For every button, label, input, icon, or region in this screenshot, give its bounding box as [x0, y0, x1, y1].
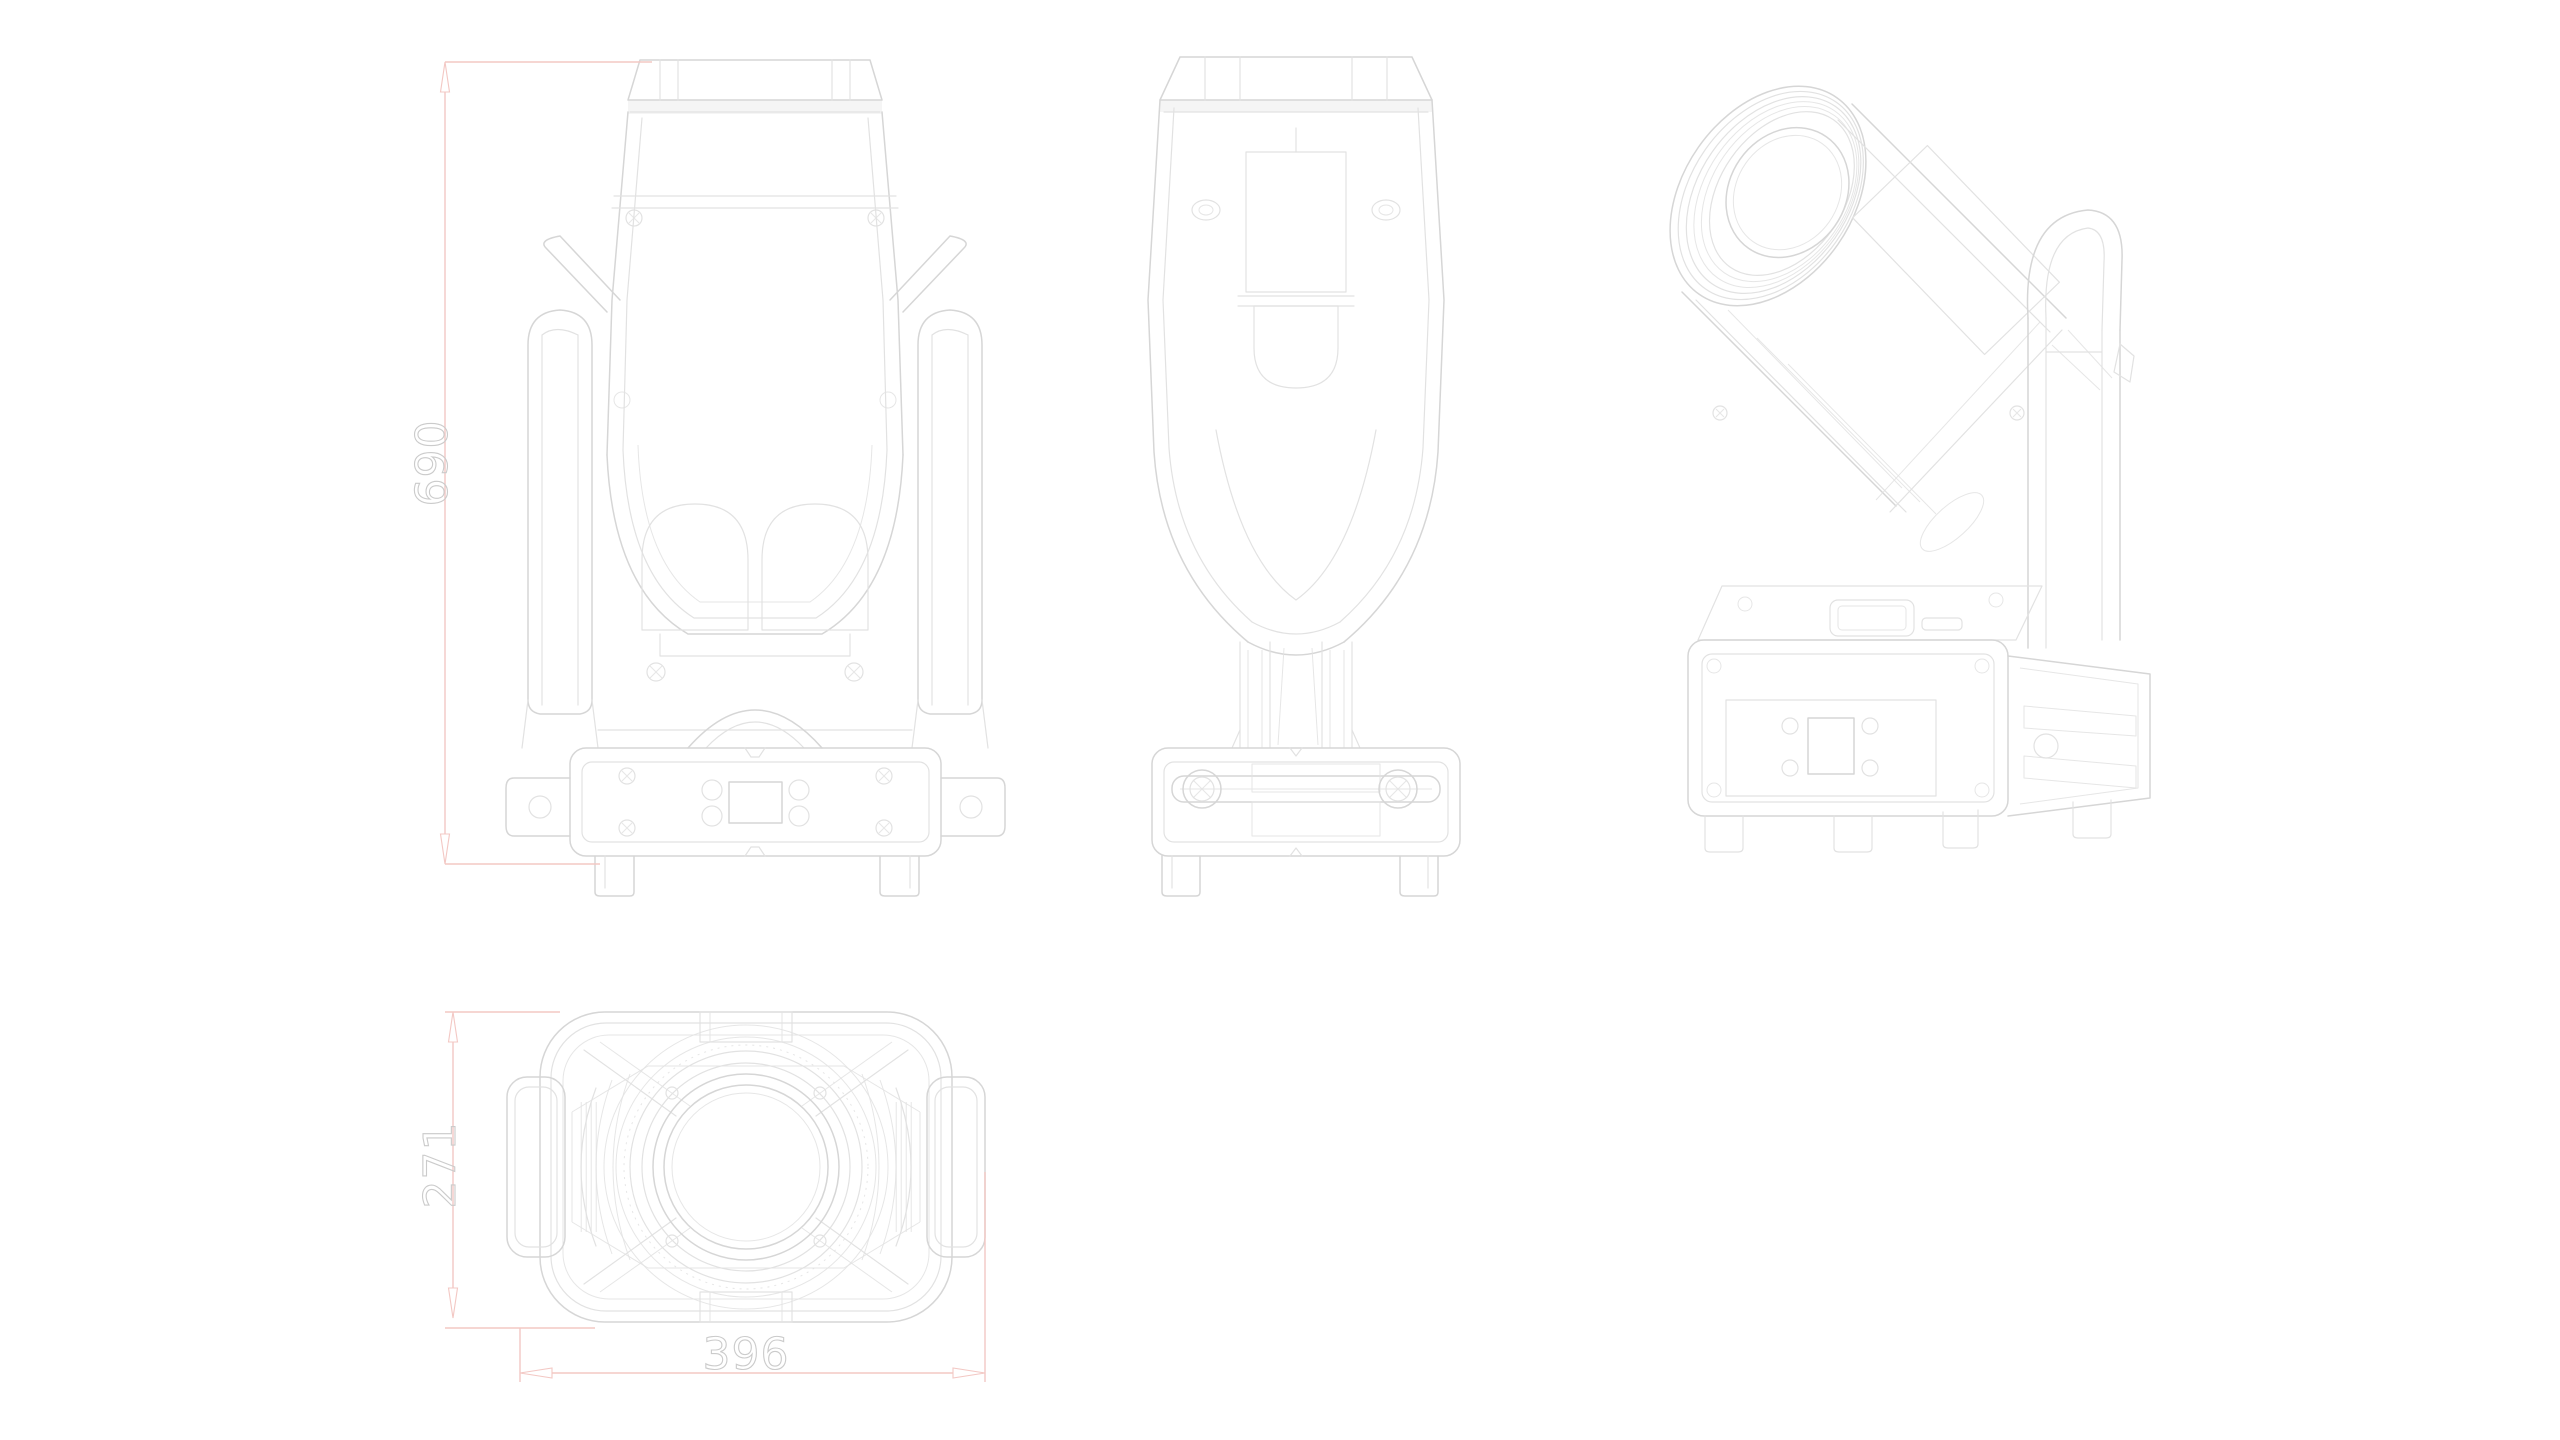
- top-lens: [603, 1024, 889, 1310]
- dimension-arrow-right: [952, 1367, 986, 1379]
- perspective-lens: [1669, 85, 1867, 307]
- perspective-view: [1669, 85, 2151, 853]
- front-head: [606, 59, 904, 657]
- dimension-extension-lines: [445, 61, 652, 865]
- dimension-depth: 271: [414, 1011, 595, 1329]
- perspective-head: [1681, 103, 2067, 552]
- perspective-yoke-arm: [2026, 209, 2135, 649]
- dimension-label-depth: 271: [415, 1122, 466, 1209]
- side-base: [1151, 747, 1461, 897]
- dimension-label-width: 396: [703, 1329, 790, 1380]
- dimension-arrow-down: [447, 1287, 459, 1319]
- top-yoke-pods: [506, 1073, 986, 1261]
- dimension-width: 396: [519, 1172, 986, 1382]
- dimension-arrow-up: [447, 1011, 459, 1043]
- dimension-arrow-up: [439, 61, 451, 93]
- front-base: [505, 747, 1006, 897]
- top-body: [539, 1011, 953, 1323]
- front-handles: [543, 235, 967, 313]
- front-view: [505, 59, 1006, 897]
- dimension-arrow-down: [439, 833, 451, 865]
- dimension-height: 690: [406, 61, 652, 865]
- side-view: [1147, 56, 1461, 897]
- front-cooling-fans: [641, 503, 869, 682]
- dimension-arrow-left: [519, 1367, 553, 1379]
- side-yoke-column: [1231, 641, 1361, 749]
- side-head: [1147, 56, 1445, 656]
- top-view: [506, 1011, 986, 1323]
- dimension-label-height: 690: [407, 420, 458, 507]
- front-yoke-arms: [521, 309, 989, 749]
- perspective-base: [1687, 585, 2151, 853]
